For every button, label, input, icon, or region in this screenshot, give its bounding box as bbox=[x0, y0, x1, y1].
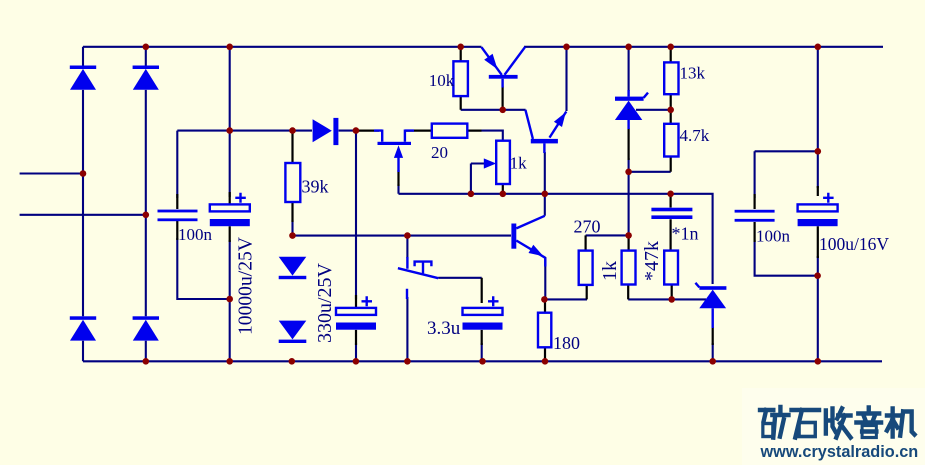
svg-text:4.7k: 4.7k bbox=[680, 126, 710, 145]
svg-text:180: 180 bbox=[553, 333, 580, 353]
svg-text:270: 270 bbox=[574, 217, 601, 237]
svg-text:100n: 100n bbox=[756, 227, 791, 246]
svg-text:1k: 1k bbox=[599, 261, 621, 281]
svg-text:330u/25V: 330u/25V bbox=[314, 262, 336, 343]
svg-text:39k: 39k bbox=[302, 176, 329, 196]
svg-text:13k: 13k bbox=[680, 63, 706, 82]
svg-text:*1n: *1n bbox=[672, 224, 699, 244]
svg-text:*47k: *47k bbox=[641, 241, 663, 281]
svg-text:3.3u: 3.3u bbox=[427, 318, 461, 339]
svg-text:1k: 1k bbox=[510, 153, 527, 172]
svg-text:20: 20 bbox=[431, 143, 448, 162]
svg-text:10000u/25V: 10000u/25V bbox=[235, 237, 256, 335]
svg-text:www.crystalradio.cn: www.crystalradio.cn bbox=[760, 443, 919, 461]
svg-text:10k: 10k bbox=[429, 71, 455, 90]
svg-text:100n: 100n bbox=[178, 225, 213, 244]
svg-text:100u/16V: 100u/16V bbox=[819, 234, 889, 254]
